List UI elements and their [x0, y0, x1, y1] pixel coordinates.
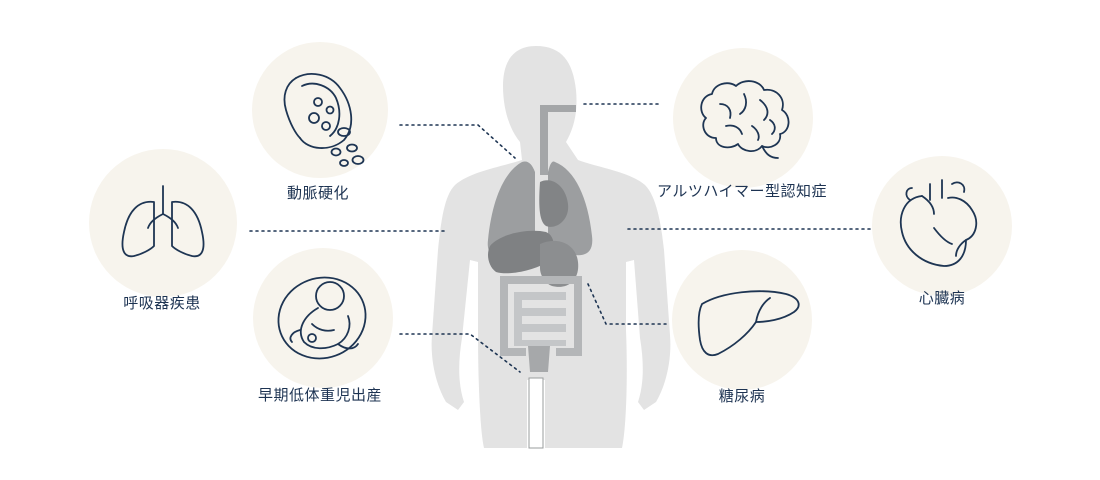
- stomach: [540, 240, 579, 287]
- rectum: [528, 346, 550, 372]
- small-intestine: [514, 292, 566, 346]
- heart-icon: [900, 179, 978, 267]
- large-intestine: [500, 276, 582, 356]
- connector-diabetes: [587, 283, 667, 325]
- artery-icon: [283, 73, 365, 167]
- label-low-birth-weight: 早期低体重児出産: [257, 386, 383, 404]
- internal-organs: [487, 105, 593, 372]
- fetus-icon: [277, 276, 367, 360]
- connector-low-birth-weight: [399, 333, 521, 373]
- brain-icon: [700, 80, 790, 159]
- heart-icon-background: [872, 156, 1012, 296]
- label-heart-disease: 心臓病: [918, 289, 966, 307]
- lungs-icon-background: [89, 149, 237, 297]
- connector-lines: [249, 103, 871, 373]
- label-diabetes: 糖尿病: [718, 387, 766, 405]
- fetus-icon-background: [253, 248, 393, 388]
- heart: [539, 180, 569, 227]
- label-respiratory: 呼吸器疾患: [123, 294, 201, 312]
- right-lung: [548, 161, 593, 256]
- liver: [488, 230, 554, 274]
- connector-atherosclerosis: [399, 124, 516, 159]
- liver-icon-background: [672, 250, 812, 390]
- trachea: [540, 105, 576, 175]
- liver-icon: [697, 290, 800, 357]
- brain-icon-background: [673, 48, 813, 188]
- lungs-icon: [121, 185, 205, 258]
- esophagus-lower: [528, 377, 544, 449]
- artery-icon-background: [252, 42, 388, 178]
- label-atherosclerosis: 動脈硬化: [286, 184, 350, 202]
- label-alzheimers: アルツハイマー型認知症: [656, 182, 828, 200]
